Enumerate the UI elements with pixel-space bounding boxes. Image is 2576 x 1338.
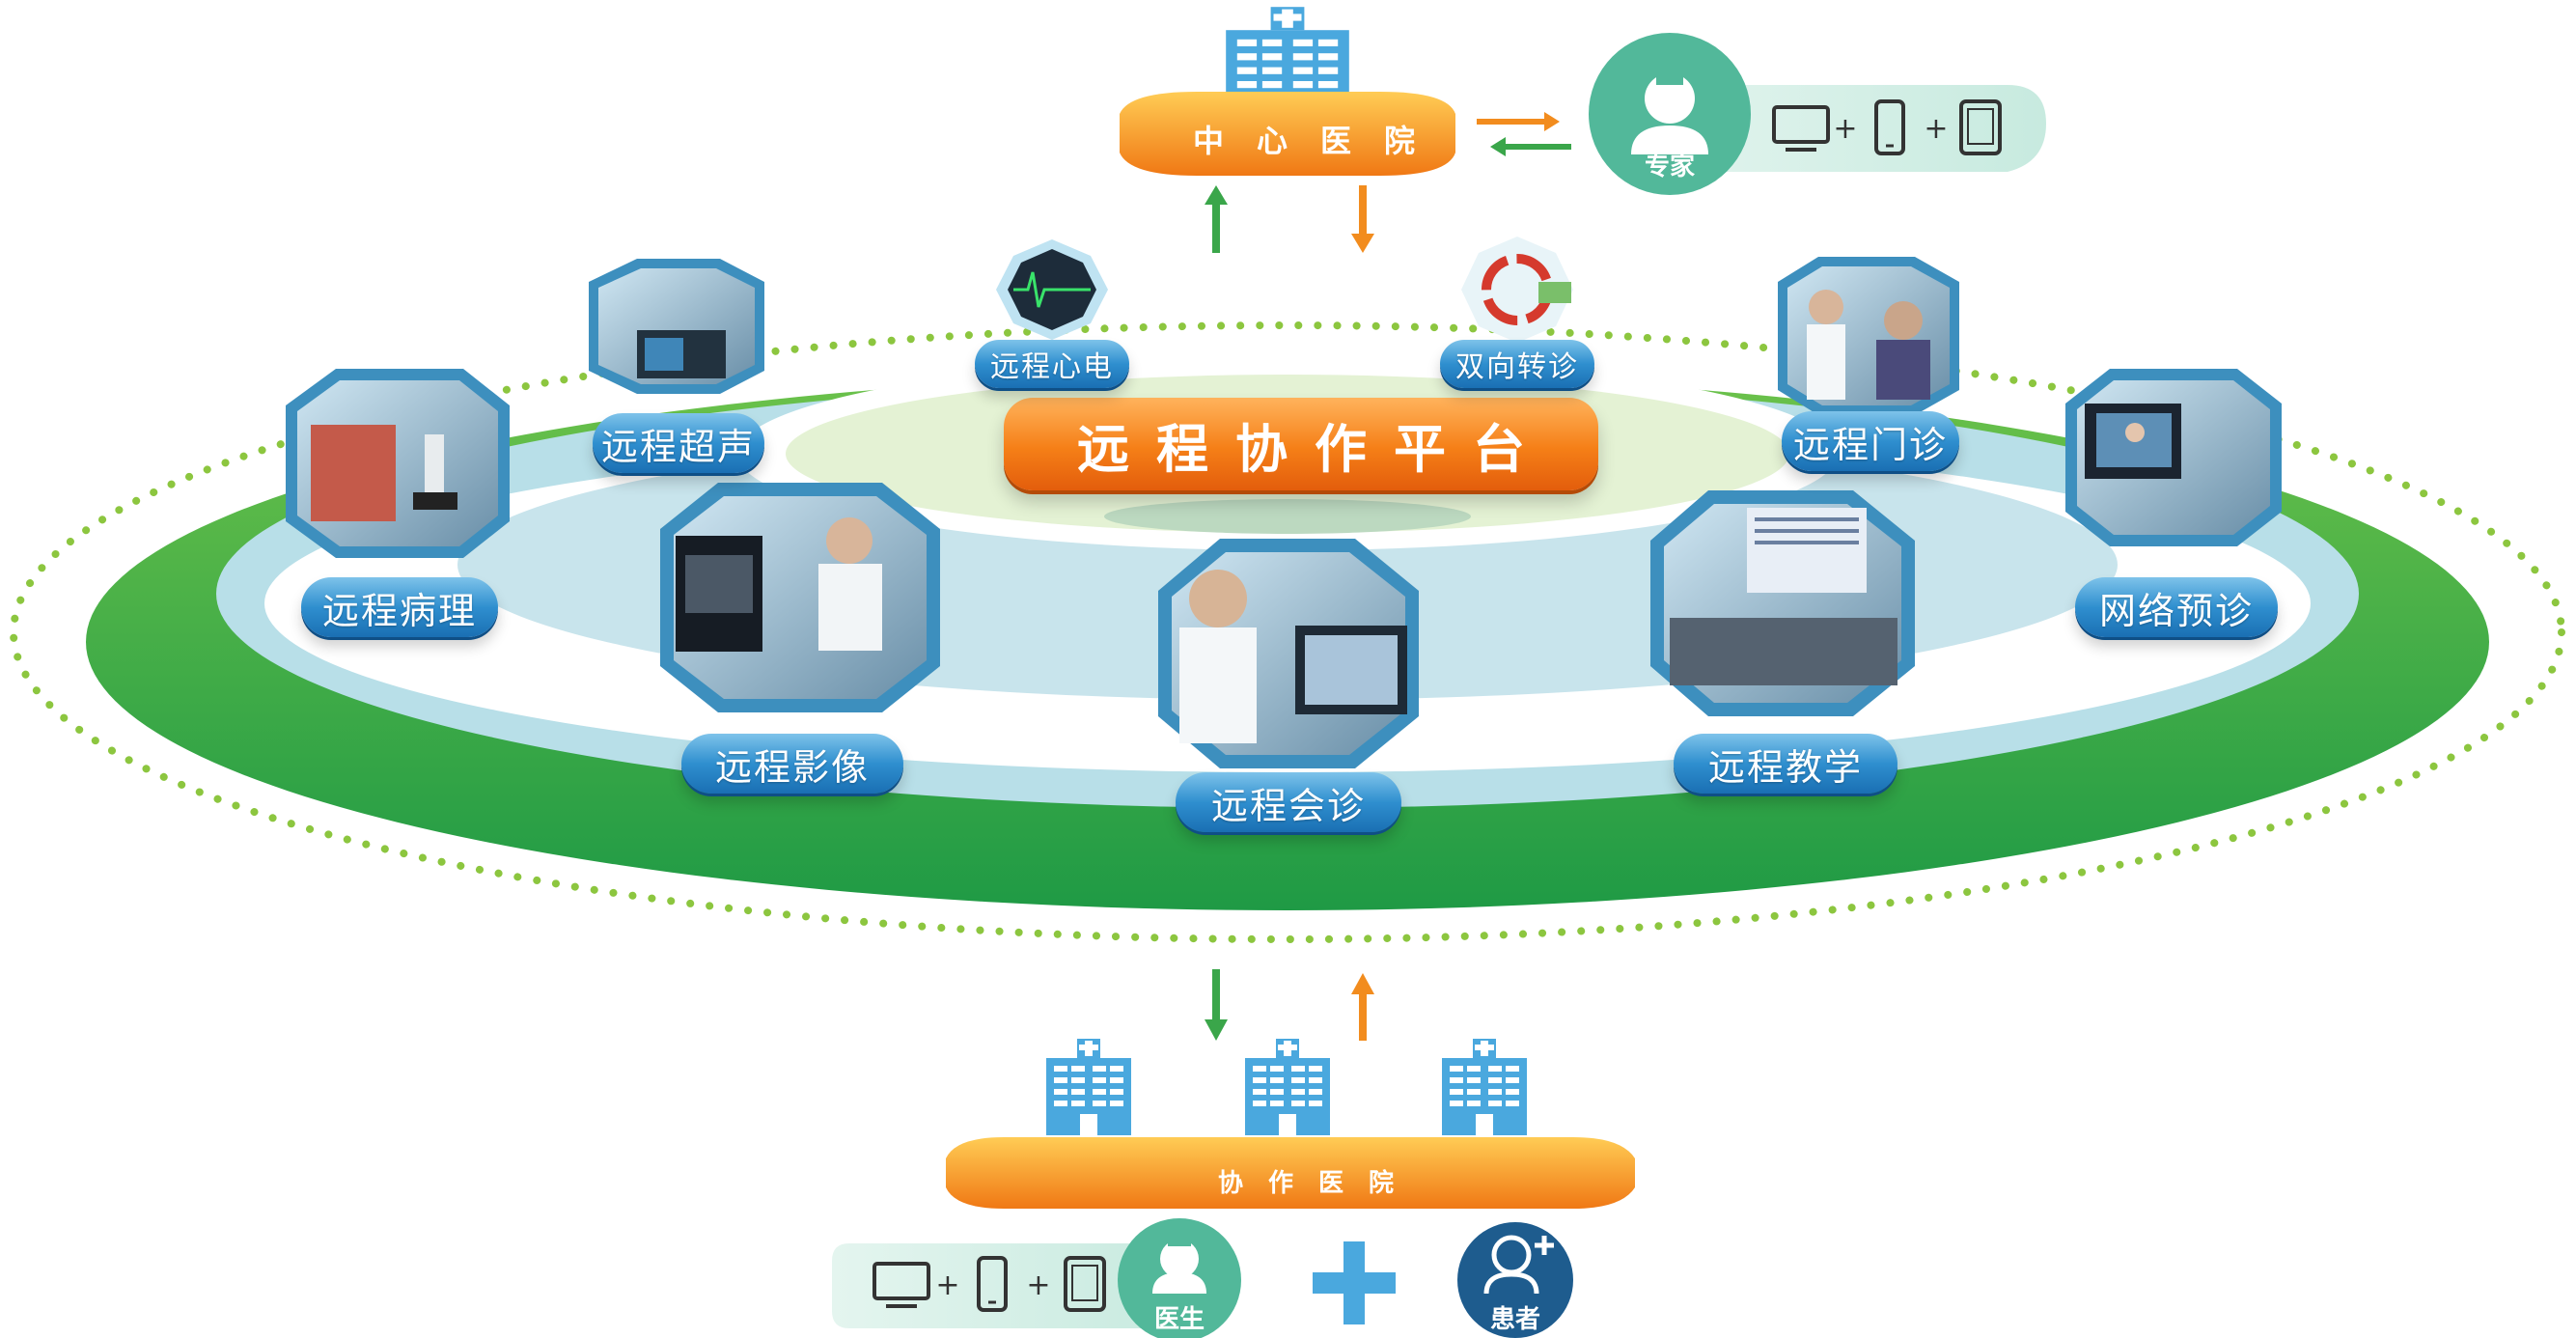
exchange-arrows-icon bbox=[1477, 112, 1571, 156]
coop-hospital-building-icon-3 bbox=[1442, 1039, 1527, 1135]
badge-prediagnosis bbox=[2065, 369, 2282, 546]
ecg-monitor-icon bbox=[1013, 271, 1091, 308]
service-label-imaging[interactable]: 远程影像 bbox=[681, 734, 903, 794]
service-label-referral[interactable]: 双向转诊 bbox=[1440, 340, 1594, 388]
microscope-photo bbox=[311, 425, 396, 521]
doctor-label: 医生 bbox=[1153, 1304, 1205, 1334]
patient-label: 患者 bbox=[1489, 1304, 1540, 1334]
badge-teaching bbox=[1650, 490, 1915, 716]
badge-ultrasound bbox=[589, 259, 764, 394]
platform-shadow bbox=[1104, 499, 1471, 534]
service-label-ultrasound[interactable]: 远程超声 bbox=[593, 413, 764, 473]
badge-pathology bbox=[286, 369, 510, 558]
service-label-pathology[interactable]: 远程病理 bbox=[301, 577, 498, 637]
patient-group bbox=[1457, 1222, 1573, 1338]
plus-sign: + bbox=[935, 1268, 959, 1302]
dotted-outer-ring bbox=[10, 321, 2565, 943]
cooperating-hospitals-group bbox=[946, 1039, 1635, 1209]
expert-doctor-icon bbox=[1645, 73, 1695, 124]
big-plus-icon bbox=[1313, 1241, 1396, 1324]
badge-ecg bbox=[996, 239, 1108, 340]
service-label-outpatient[interactable]: 远程门诊 bbox=[1782, 411, 1959, 471]
plus-sign: + bbox=[1924, 112, 1948, 146]
plus-sign: + bbox=[1833, 112, 1857, 146]
cooperating-hospital-label: 协作医院 bbox=[1217, 1168, 1419, 1198]
top-vertical-arrows bbox=[1205, 185, 1374, 253]
service-label-ecg[interactable]: 远程心电 bbox=[975, 340, 1129, 388]
badge-referral bbox=[1461, 237, 1573, 343]
coop-hospital-banner bbox=[946, 1137, 1635, 1209]
classroom-photo bbox=[1747, 508, 1867, 593]
badge-consultation bbox=[1158, 539, 1419, 768]
coop-hospital-building-icon-1 bbox=[1046, 1039, 1131, 1135]
bottom-vertical-arrows bbox=[1205, 969, 1374, 1041]
doctor-group bbox=[832, 1218, 1241, 1338]
service-label-prediagnosis[interactable]: 网络预诊 bbox=[2075, 577, 2278, 637]
plus-sign: + bbox=[1026, 1268, 1050, 1302]
expert-label: 专家 bbox=[1644, 152, 1695, 181]
expert-group bbox=[1589, 33, 2046, 195]
center-hospital-label: 中心医院 bbox=[1192, 123, 1448, 159]
center-hospital-banner bbox=[1120, 92, 1455, 176]
badge-imaging bbox=[660, 483, 940, 712]
service-badges bbox=[286, 237, 2282, 768]
badge-outpatient bbox=[1778, 257, 1959, 415]
platform-title: 远程协作平台 bbox=[1004, 398, 1598, 490]
center-hospital-group bbox=[1120, 7, 1455, 176]
device-plus-signs: + + + + bbox=[935, 112, 1948, 1302]
consultation-photo bbox=[1189, 570, 1247, 627]
coop-hospital-building-icon-2 bbox=[1245, 1039, 1330, 1135]
service-label-consultation[interactable]: 远程会诊 bbox=[1176, 772, 1401, 832]
doctor-icon bbox=[1160, 1240, 1199, 1278]
service-label-teaching[interactable]: 远程教学 bbox=[1674, 734, 1897, 794]
